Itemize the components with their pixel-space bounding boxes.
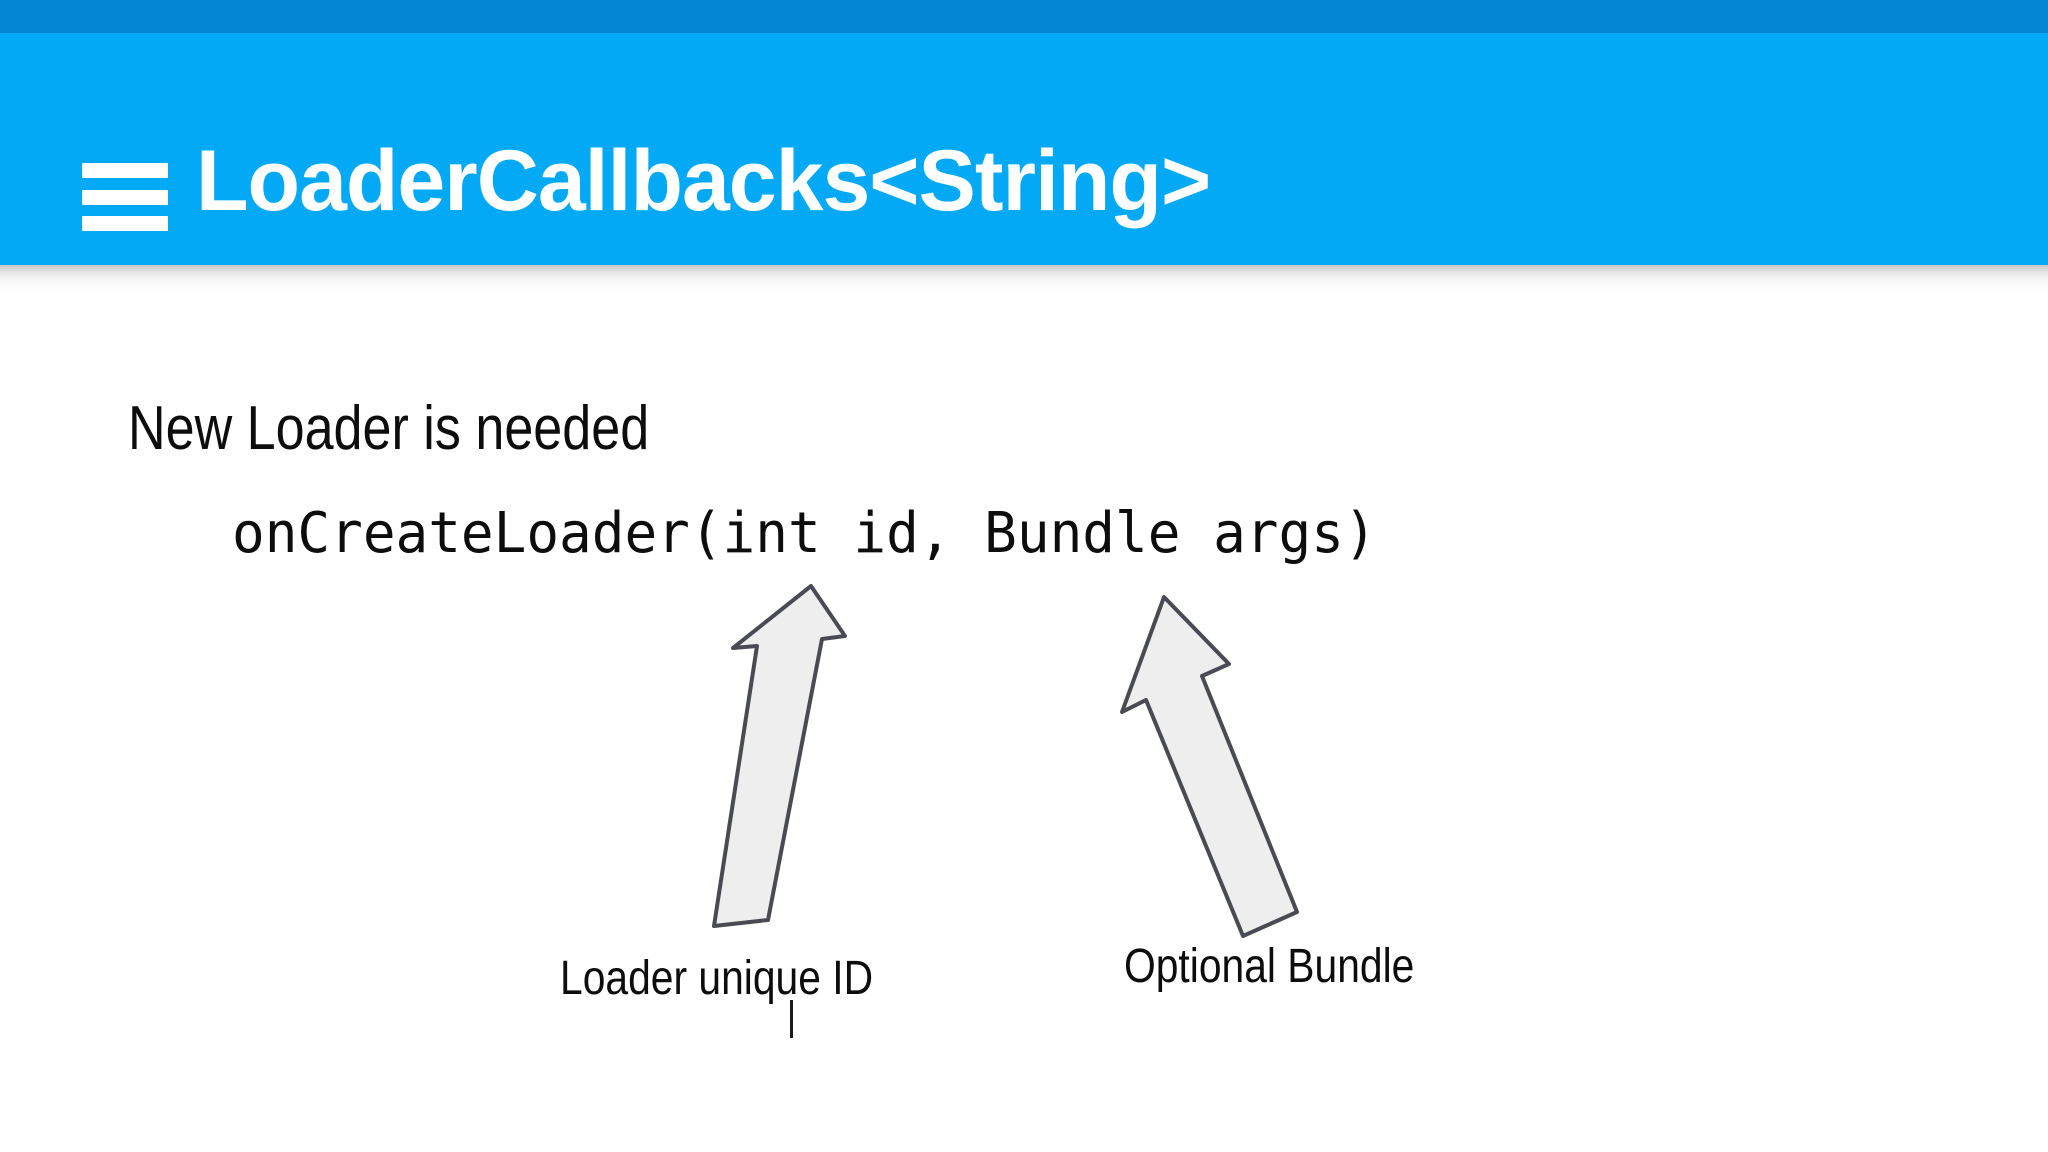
caption-loader-id: Loader unique ID — [560, 952, 874, 1005]
hamburger-bar-middle — [82, 189, 168, 205]
stray-mark — [790, 1000, 793, 1038]
section-heading: New Loader is needed — [128, 394, 650, 463]
app-bar: LoaderCallbacks<String> — [0, 33, 2048, 265]
hamburger-menu-icon[interactable] — [82, 163, 168, 231]
hamburger-bar-top — [82, 163, 168, 178]
app-bar-shadow — [0, 265, 2048, 291]
app-bar-title: LoaderCallbacks<String> — [196, 133, 1211, 229]
code-signature: onCreateLoader(int id, Bundle args) — [232, 501, 1377, 566]
hamburger-bar-bottom — [82, 216, 168, 231]
android-status-bar — [0, 0, 2048, 33]
arrow-loader-id — [712, 584, 847, 928]
caption-optional-bundle: Optional Bundle — [1124, 940, 1415, 993]
arrow-optional-bundle — [1120, 595, 1299, 938]
